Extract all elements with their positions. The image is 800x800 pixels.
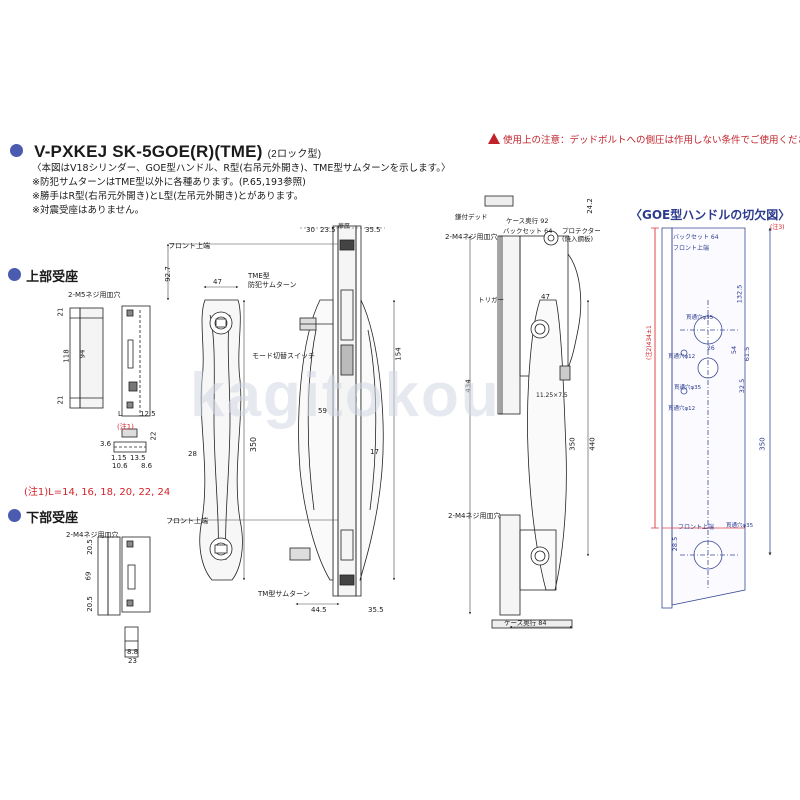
footnote-l-values: (注1)L=14, 16, 18, 20, 22, 24 bbox=[24, 487, 171, 498]
page-title: V-PXKEJ SK-5GOE(R)(TME) bbox=[34, 142, 263, 161]
dim-59: 59 bbox=[318, 407, 327, 415]
lock-length-label: (注2)434±1 bbox=[646, 325, 653, 360]
dim-94: 94 bbox=[78, 349, 87, 359]
note-line: ※防犯サムターンはTME型以外に各種あります。(P.65,193参照) bbox=[32, 177, 306, 188]
dim-17: 17 bbox=[370, 448, 379, 456]
cutout-front-top-low-label: フロント上端 bbox=[678, 524, 715, 531]
dim-28-5: 28.5 bbox=[671, 536, 680, 552]
dim-20-5: 20.5 bbox=[85, 539, 94, 555]
dim-20-5b: 20.5 bbox=[85, 596, 94, 612]
backset-64-label: バックセット 64 bbox=[503, 227, 553, 235]
handle-front-view bbox=[199, 299, 243, 581]
dim-22: 22 bbox=[149, 431, 158, 441]
mode-switch-label: モード切替スイッチ bbox=[252, 352, 315, 360]
cutout-note: (注3) bbox=[770, 224, 785, 231]
hole12-a-label: 貫通穴φ12 bbox=[668, 354, 696, 360]
dim-350: 350 bbox=[249, 436, 259, 453]
dim-47b: 47 bbox=[541, 293, 550, 301]
front-top-lower-label: フロント上端 bbox=[166, 517, 208, 525]
dim-8-6: 8.6 bbox=[141, 462, 153, 470]
case-depth-84-label: ケース奥行 84 bbox=[504, 619, 547, 627]
dim-13-5: 13.5 bbox=[130, 454, 146, 462]
notes-block: 〈本図はV18シリンダー、GOE型ハンドル、R型(右吊元外開き)、TME型サムタ… bbox=[32, 162, 451, 218]
hole12-b-label: 貫通穴φ12 bbox=[668, 406, 696, 412]
cutout-front-top-label: フロント上端 bbox=[673, 245, 710, 252]
dim-3-6: 3.6 bbox=[100, 440, 112, 448]
latch-dead-label: 鎌付デッド bbox=[455, 213, 488, 221]
protector-label: プロテクター (焼入鋼板) bbox=[562, 227, 601, 243]
dim-132-5: 132.5 bbox=[735, 284, 744, 304]
dim-note1: (注1) bbox=[117, 423, 134, 431]
lower-strike-plate bbox=[97, 536, 151, 658]
dim-23: 23 bbox=[128, 657, 137, 665]
upper-strike-heading: 上部受座 bbox=[8, 266, 78, 285]
dim-11-25: 11.25×7.5 bbox=[536, 392, 568, 399]
dim-47: 47 bbox=[213, 278, 222, 286]
dim-26: 26 bbox=[707, 345, 715, 352]
title-suffix: (2ロック型) bbox=[267, 149, 322, 160]
dim-L: L bbox=[118, 410, 122, 418]
dim-12-5: 12.5 bbox=[140, 410, 156, 418]
dim-32-5: 32.5 bbox=[738, 378, 747, 394]
dim-35-5b: 35.5 bbox=[368, 606, 384, 614]
lock-side-view bbox=[289, 225, 384, 597]
dim-30: 30 bbox=[306, 226, 315, 234]
watermark: kagitokou bbox=[190, 361, 501, 430]
cutout-heading: 〈GOE型ハンドルの切欠図〉 bbox=[630, 208, 791, 222]
lock-body-view bbox=[484, 195, 582, 629]
dim-92-7: 92.7 bbox=[163, 266, 172, 282]
dim-8-8: 8.8 bbox=[127, 648, 139, 656]
section-bullet-icon bbox=[8, 509, 21, 522]
upper-strike-plate bbox=[69, 305, 151, 453]
dim-54: 54 bbox=[730, 345, 739, 355]
dim-350-cut: 350 bbox=[758, 437, 767, 451]
dim-350-r: 350 bbox=[568, 437, 577, 451]
warning-text: 使用上の注意：デッドボルトへの側圧は作用しない条件でご使用ください。 bbox=[488, 132, 800, 146]
dim-28: 28 bbox=[188, 450, 197, 458]
cutout-view bbox=[651, 227, 772, 609]
case-depth-92-label: ケース奥行 92 bbox=[506, 217, 549, 225]
cutout-backset-label: バックセット 64 bbox=[673, 234, 719, 241]
dim-61-5: 61.5 bbox=[743, 346, 752, 362]
dim-1-15: 1.15 bbox=[111, 454, 127, 462]
dim-154: 154 bbox=[394, 347, 403, 361]
upper-screw-label: 2-M5ネジ用皿穴 bbox=[68, 291, 121, 299]
tm-thumbturn-label: TM型サムターン bbox=[258, 590, 310, 598]
dim-10-6: 10.6 bbox=[112, 462, 128, 470]
dim-118: 118 bbox=[62, 349, 71, 363]
dim-23-5: 23.5 bbox=[320, 226, 336, 234]
note-line: ※対震受座はありません。 bbox=[32, 205, 145, 216]
upper-m4-label: 2-M4ネジ用皿穴 bbox=[445, 233, 498, 241]
section-bullet-icon bbox=[10, 144, 23, 157]
dim-21: 21 bbox=[56, 307, 65, 317]
front-top-label: フロント上端 bbox=[168, 242, 210, 250]
lower-screw-label: 2-M4ネジ用皿穴 bbox=[66, 531, 119, 539]
lower-m4-label: 2-M4ネジ用皿穴 bbox=[448, 512, 501, 520]
hole35-top-label: 貫通穴φ35 bbox=[686, 315, 714, 321]
section-bullet-icon bbox=[8, 268, 21, 281]
dim-440: 440 bbox=[588, 437, 597, 451]
door-thickness-label: 扉厚 bbox=[338, 223, 351, 230]
warning-icon bbox=[488, 133, 500, 144]
tme-thumbturn-label: TME型 防犯サムターン bbox=[248, 272, 297, 289]
note-line: 〈本図はV18シリンダー、GOE型ハンドル、R型(右吊元外開き)、TME型サムタ… bbox=[32, 163, 451, 174]
dim-35-5: 35.5 bbox=[365, 226, 381, 234]
trigger-label: トリガー bbox=[478, 296, 504, 304]
dim-21b: 21 bbox=[56, 395, 65, 405]
hole35-bot-label: 貫通穴φ35 bbox=[726, 523, 754, 529]
lower-strike-heading: 下部受座 bbox=[8, 507, 78, 526]
dim-24-2: 24.2 bbox=[585, 198, 594, 214]
dim-44-5: 44.5 bbox=[311, 606, 327, 614]
note-line: ※勝手はR型(右吊元外開き)とL型(左吊元外開き)とがあります。 bbox=[32, 191, 304, 202]
hole35-mid-label: 貫通穴φ35 bbox=[674, 385, 702, 391]
title-row: V-PXKEJ SK-5GOE(R)(TME) (2ロック型) bbox=[10, 142, 321, 162]
dim-69: 69 bbox=[84, 571, 93, 581]
